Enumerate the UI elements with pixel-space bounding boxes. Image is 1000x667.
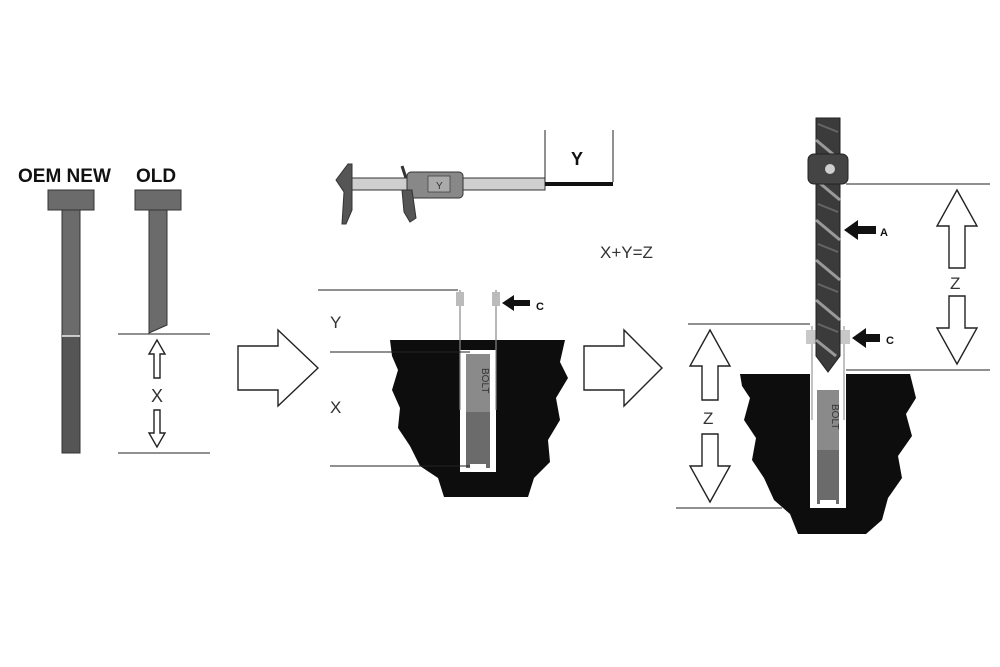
oem-new-label: OEM NEW — [18, 166, 111, 187]
drill-stop-collar — [807, 153, 849, 185]
c-label-2: C — [886, 335, 894, 347]
z-label-drill: Z — [950, 274, 960, 293]
c-label-1: C — [536, 301, 544, 313]
old-bolt — [134, 189, 182, 334]
x-dimension-arrow — [147, 338, 167, 449]
panel-drill-to-depth: BOLT A C Z — [676, 117, 990, 534]
z-dimension-arrow-drill — [935, 188, 979, 366]
c-pointer-arrow-1 — [502, 295, 530, 311]
bolt-stamp-2: BOLT — [829, 404, 840, 429]
y-label-panel2: Y — [330, 313, 341, 332]
x-label-panel2: X — [330, 398, 341, 417]
a-pointer-arrow — [844, 220, 876, 240]
a-label: A — [880, 227, 888, 239]
caliper: Y — [335, 163, 613, 225]
caliper-readout: Y — [436, 181, 443, 192]
old-label: OLD — [136, 166, 176, 187]
panel-bolt-comparison: OEM NEW OLD X — [18, 166, 210, 454]
next-step-arrow-1 — [237, 328, 320, 408]
oem-new-bolt — [47, 189, 95, 454]
z-dimension-arrow-sleeve — [688, 328, 732, 504]
c-pointer-arrow-2 — [852, 328, 880, 348]
equation-label: X+Y=Z — [600, 243, 653, 262]
x-label-panel1: X — [151, 386, 163, 406]
y-label-caliper: Y — [571, 149, 583, 169]
panel-measure-depth: Y Y X+Y=Z BOLT C Y X — [318, 130, 653, 497]
z-label-sleeve: Z — [703, 409, 713, 428]
next-step-arrow-2 — [583, 328, 663, 408]
bolt-stamp-1: BOLT — [479, 368, 490, 393]
